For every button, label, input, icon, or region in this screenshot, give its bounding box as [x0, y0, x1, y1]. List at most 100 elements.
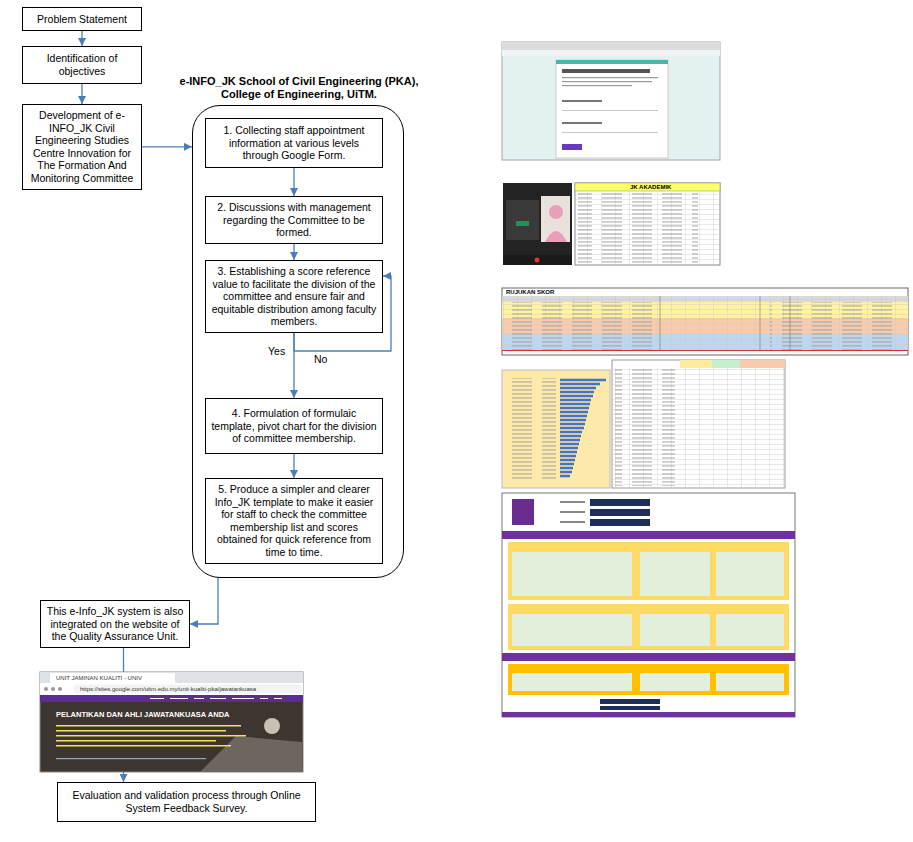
video-meeting-screenshot	[503, 183, 572, 265]
box-text: Evaluation and validation process throug…	[63, 789, 310, 814]
score-reference-table	[502, 288, 908, 355]
info-jk-template-screenshot	[640, 673, 710, 691]
website-screenshot	[40, 672, 303, 772]
google-form-screenshot	[502, 42, 720, 160]
info-jk-template-screenshot	[716, 552, 784, 596]
website-screenshot	[40, 672, 303, 683]
website-screenshot	[56, 730, 226, 732]
website-screenshot	[50, 673, 175, 683]
website-screenshot	[40, 672, 303, 772]
box-text: 5. Produce a simpler and clearer Info_JK…	[211, 483, 377, 559]
website-screenshot	[150, 698, 282, 699]
website-screenshot	[40, 695, 303, 702]
box-text: Development of e-INFO_JK Civil Engineeri…	[28, 109, 136, 185]
info-jk-template-screenshot	[716, 673, 784, 691]
committee-list-table	[576, 192, 719, 264]
step-box: 3. Establishing a score reference value …	[205, 260, 383, 333]
info-jk-template-screenshot	[508, 664, 789, 695]
google-form-screenshot	[556, 60, 668, 158]
page-heading: PELANTIKAN DAN AHLI JAWATANKUASA ANDA	[56, 711, 229, 719]
info-jk-template-screenshot	[590, 509, 650, 516]
info-jk-template-screenshot	[600, 699, 660, 704]
pivot-table-screenshot	[612, 360, 785, 488]
website-screenshot	[40, 683, 303, 695]
info-jk-template-screenshot	[560, 521, 585, 523]
box-text: 3. Establishing a score reference value …	[211, 265, 377, 328]
video-meeting-screenshot	[503, 183, 572, 265]
video-meeting-screenshot	[535, 258, 540, 263]
connector-arrow	[81, 84, 82, 104]
info-jk-template-screenshot	[512, 499, 534, 525]
website-screenshot	[56, 740, 216, 742]
info-jk-template-screenshot	[508, 542, 789, 600]
connector-arrow	[142, 146, 192, 147]
google-form-screenshot	[556, 60, 668, 64]
video-meeting-screenshot	[541, 196, 570, 242]
info-jk-template-screenshot	[716, 614, 784, 646]
step-box: 4. Formulation of formulaic template, pi…	[205, 398, 383, 454]
process-box: Problem Statement	[22, 7, 142, 31]
google-form-screenshot	[502, 50, 720, 56]
google-form-screenshot	[562, 69, 650, 73]
browser-tab-title: UNIT JAMINAN KUALITI - UNIV	[56, 675, 142, 682]
info-jk-template-screenshot	[560, 511, 585, 513]
connector-arrow	[190, 578, 218, 624]
info-jk-template-screenshot	[560, 501, 585, 503]
pivot-table-screenshot	[680, 360, 712, 368]
table-title: RUJUKAN SKOR	[506, 289, 554, 296]
connector-arrow	[81, 31, 82, 46]
score-reference-table	[506, 302, 656, 350]
score-reference-table	[502, 288, 908, 355]
bar-chart-screenshot	[502, 370, 610, 488]
info-jk-template-screenshot	[502, 531, 795, 539]
website-screenshot	[56, 735, 246, 737]
process-box: Development of e-INFO_JK Civil Engineeri…	[22, 104, 142, 190]
website-screenshot	[56, 758, 206, 759]
video-meeting-screenshot	[503, 255, 572, 265]
score-reference-table	[660, 296, 790, 350]
committee-list-table	[575, 183, 720, 191]
google-form-screenshot	[562, 110, 658, 112]
google-form-screenshot	[562, 122, 602, 124]
committee-list-table	[575, 183, 720, 265]
video-meeting-screenshot	[516, 221, 529, 226]
group-container: e-INFO_JK School of Civil Engineering (P…	[192, 105, 404, 578]
bar-chart-screenshot	[502, 370, 610, 488]
step-box: 1. Collecting staff appointment informat…	[205, 118, 383, 168]
info-jk-template-screenshot	[590, 519, 650, 526]
pivot-table-screenshot	[740, 360, 785, 368]
website-screenshot	[264, 718, 280, 734]
pivot-table-screenshot	[615, 369, 675, 486]
website-screenshot	[74, 685, 302, 694]
process-box: Identification of objectives	[22, 46, 142, 84]
bar-chart-screenshot	[506, 378, 556, 480]
info-jk-template-screenshot	[512, 552, 632, 596]
info-jk-template-screenshot	[512, 673, 632, 691]
box-text: Identification of objectives	[28, 52, 136, 77]
website-screenshot	[56, 745, 231, 747]
step-box: 5. Produce a simpler and clearer Info_JK…	[205, 478, 383, 564]
google-form-screenshot	[502, 42, 720, 160]
score-reference-table	[770, 302, 900, 350]
process-box: This e-Info_JK system is also integrated…	[40, 600, 190, 648]
google-form-screenshot	[562, 132, 658, 134]
info-jk-template-screenshot	[590, 499, 650, 506]
info-jk-template-screenshot	[502, 653, 795, 661]
info-jk-template-screenshot	[640, 552, 710, 596]
score-reference-table	[502, 296, 908, 350]
connector-arrow	[293, 244, 294, 260]
google-form-screenshot	[562, 144, 582, 150]
committee-list-table	[575, 183, 720, 265]
table-title: JK AKADEMIK	[630, 184, 671, 191]
committee-list-table	[578, 192, 698, 264]
website-screenshot	[58, 687, 62, 691]
info-jk-template-screenshot	[502, 493, 795, 717]
pivot-table-screenshot	[712, 360, 740, 368]
video-meeting-screenshot	[506, 200, 539, 240]
edge-label: Yes	[266, 345, 287, 358]
video-meeting-screenshot	[545, 231, 567, 242]
website-screenshot	[51, 687, 55, 691]
google-form-screenshot	[562, 81, 652, 82]
